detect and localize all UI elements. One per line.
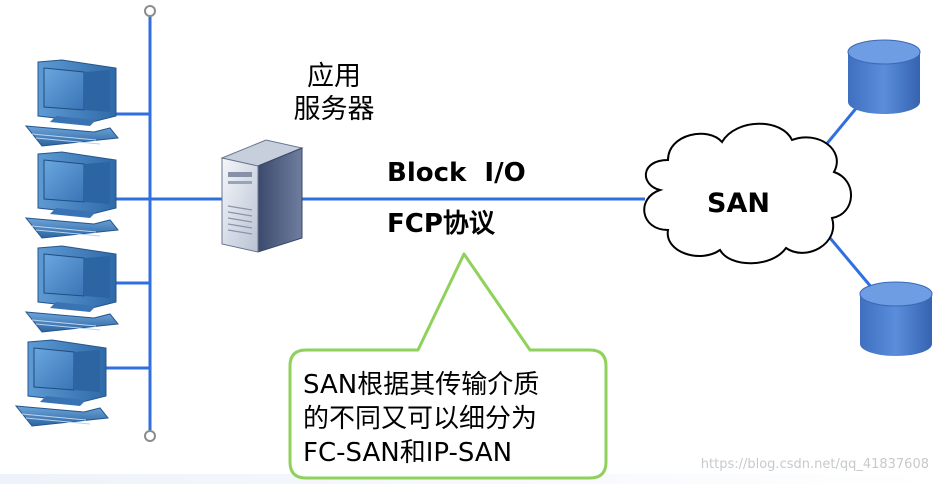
desktop-computer-icon [15,339,109,427]
desktop-computer-icon [25,59,119,147]
callout-text: SAN根据其传输介质 的不同又可以细分为 FC-SAN和IP-SAN [303,368,539,470]
tower-server-icon [220,139,304,253]
fcp-protocol-label: FCP协议 [387,209,495,239]
server-label-line2: 服务器 [293,94,375,125]
desktop-computer-icon [25,245,119,333]
disk-cylinder-icon [847,39,921,115]
san-label: SAN [707,188,770,219]
server-label: 应用 服务器 [270,60,398,126]
block-io-label: Block I/O [387,158,526,188]
bus-top-terminator [144,5,156,17]
callout-bubble [288,252,608,480]
desktop-computer-icon [25,151,119,239]
watermark: https://blog.csdn.net/qq_41837608 [700,457,929,472]
callout-line-2: 的不同又可以细分为 [303,404,538,434]
disk-cylinder-icon [859,281,933,357]
bus-bottom-terminator [144,430,156,442]
callout-line-1: SAN根据其传输介质 [303,370,540,400]
server-label-line1: 应用 [307,61,361,92]
cloud-icon [643,122,852,265]
san-disk-link-bottom [823,231,874,289]
callout-line-3: FC-SAN和IP-SAN [303,438,513,468]
